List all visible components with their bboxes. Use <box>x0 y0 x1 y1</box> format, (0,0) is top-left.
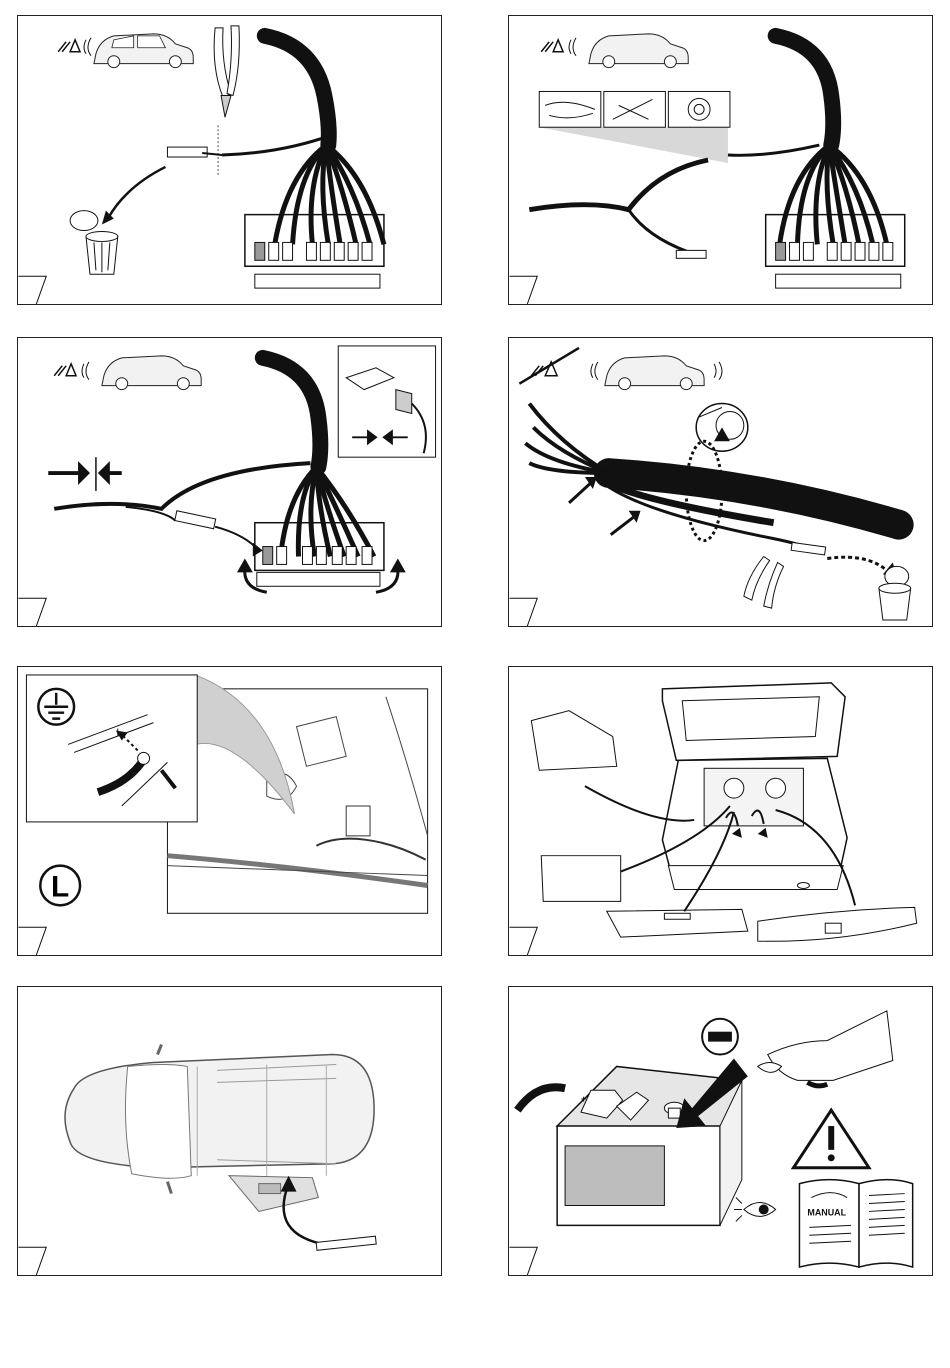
panel-trunk-trim-removal <box>508 666 933 956</box>
panel-ground-point: L <box>17 666 442 956</box>
panel-tools-splice-drawing <box>509 16 932 304</box>
panel-cable-routing <box>17 986 442 1276</box>
car-icon <box>102 356 201 390</box>
warning-triangle-icon <box>793 1110 868 1168</box>
connector-block <box>255 523 384 587</box>
car-icon <box>605 356 722 390</box>
stripper-tool-icon <box>604 91 666 127</box>
panel-cut-disconnect <box>17 15 442 305</box>
panel-connector-insert <box>17 337 442 627</box>
minus-badge-icon <box>708 1032 732 1042</box>
panel-ground-point-drawing: L <box>18 667 441 955</box>
side-trim-part <box>531 711 616 771</box>
panel-tools-splice <box>508 15 933 305</box>
car-icon <box>94 34 193 68</box>
manual-book-icon: MANUAL <box>799 1180 912 1267</box>
panel-tape-bundle-drawing <box>509 338 932 626</box>
panel-connector-insert-drawing <box>18 338 441 626</box>
car-topview-icon <box>65 1045 374 1212</box>
battery-plus-label: + <box>581 1094 586 1104</box>
car-icon <box>589 34 688 68</box>
warning-sound-crossed-icon <box>519 348 597 384</box>
panel-battery-disconnect: + MANUAL <box>508 986 933 1276</box>
pliers-icon <box>744 556 784 608</box>
crimp-tool-icon <box>539 91 601 127</box>
manual-label: MANUAL <box>807 1207 846 1217</box>
panel-tape-bundle <box>508 337 933 627</box>
squeeze-arrows-icon <box>48 457 121 491</box>
warning-sound-icon <box>58 38 91 56</box>
floor-panel-part <box>541 856 620 902</box>
warning-sound-icon <box>54 362 89 380</box>
car-rear-icon <box>662 683 847 890</box>
panel-cut-disconnect-drawing <box>18 16 441 304</box>
warning-sound-icon <box>541 38 576 56</box>
pliers-icon <box>214 26 239 175</box>
panel-cable-routing-drawing <box>18 987 441 1275</box>
panel-trunk-trim-removal-drawing <box>509 667 932 955</box>
ground-icon <box>38 689 74 725</box>
eye-icon <box>734 1198 776 1222</box>
tape-roll-icon <box>696 404 748 452</box>
panel-battery-disconnect-drawing: + MANUAL <box>509 987 932 1275</box>
trash-bin-icon <box>70 211 118 275</box>
ground-point-letter: L <box>51 870 69 903</box>
